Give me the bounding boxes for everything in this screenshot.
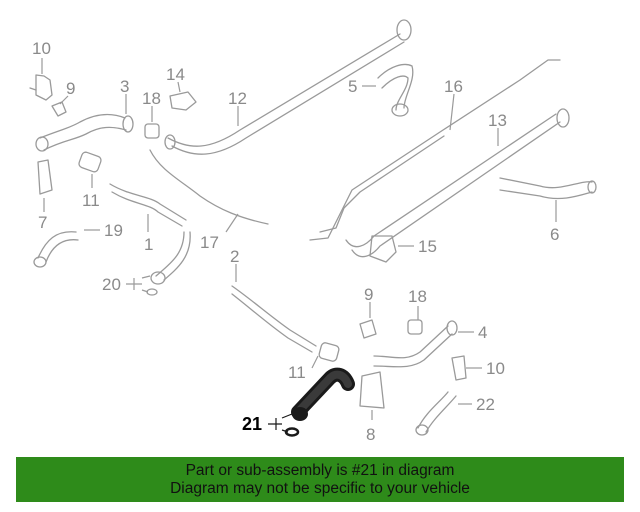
- parts-diagram: 10 9 3 18 14 12 5 16 13 7 11 1 17 19 20 …: [29, 19, 597, 444]
- callout-15: 15: [418, 237, 437, 256]
- callout-11-lower: 11: [288, 363, 306, 382]
- part-10-bracket: [29, 74, 53, 101]
- part-18-coupler-lower: [407, 319, 423, 335]
- part-15-valve: [369, 235, 397, 263]
- part-1-hose: [109, 183, 187, 227]
- callout-22: 22: [476, 395, 495, 414]
- callout-21-highlighted: 21: [242, 414, 262, 434]
- callout-11: 11: [82, 191, 100, 210]
- part-12-pipe: [164, 19, 412, 155]
- callout-8: 8: [366, 425, 375, 444]
- part-10-bracket-lower: [451, 355, 467, 381]
- banner-line-2: Diagram may not be specific to your vehi…: [170, 479, 470, 497]
- callout-13: 13: [488, 111, 507, 130]
- callout-20: 20: [102, 275, 121, 294]
- callout-9: 9: [66, 79, 75, 98]
- part-5-hose: [377, 63, 414, 117]
- part-2-hose: [231, 285, 317, 353]
- callout-18-lower: 18: [408, 287, 427, 306]
- part-14-bracket: [169, 91, 197, 111]
- part-8-bracket: [359, 371, 385, 409]
- part-21-hose-highlighted: [284, 367, 355, 437]
- callout-10-lower: 10: [486, 359, 505, 378]
- part-9-clip-lower: [359, 319, 377, 339]
- callout-7: 7: [38, 213, 47, 232]
- part-18-coupler: [144, 123, 160, 139]
- part-6-hose: [499, 177, 597, 200]
- callout-12: 12: [228, 89, 247, 108]
- callout-6: 6: [550, 225, 559, 244]
- part-7-bracket: [37, 159, 53, 195]
- part-11-coupler: [78, 151, 102, 173]
- callout-3: 3: [120, 77, 129, 96]
- part-11-coupler-lower: [318, 342, 340, 362]
- part-13-pipe: [345, 108, 570, 258]
- callout-19: 19: [104, 221, 123, 240]
- part-4-hose: [373, 320, 458, 368]
- callout-18: 18: [142, 89, 161, 108]
- part-9-clip: [51, 101, 67, 117]
- callout-17: 17: [200, 233, 219, 252]
- callout-2: 2: [230, 247, 239, 266]
- callout-4: 4: [478, 323, 487, 342]
- callout-5: 5: [348, 77, 357, 96]
- part-17-wire: [149, 149, 269, 225]
- part-19-hose: [33, 231, 79, 268]
- callout-10: 10: [32, 39, 51, 58]
- banner-line-1: Part or sub-assembly is #21 in diagram: [185, 461, 455, 479]
- callout-1: 1: [144, 235, 153, 254]
- callout-16: 16: [444, 77, 463, 96]
- part-3-hose: [35, 113, 134, 152]
- part-16-line: [309, 59, 561, 241]
- part-22-hose: [415, 391, 457, 436]
- info-banner: Part or sub-assembly is #21 in diagram D…: [16, 457, 624, 502]
- callout-9-lower: 9: [364, 285, 373, 304]
- part-20-hose: [146, 231, 191, 296]
- callout-14: 14: [166, 65, 185, 84]
- leader-lines: [41, 58, 557, 433]
